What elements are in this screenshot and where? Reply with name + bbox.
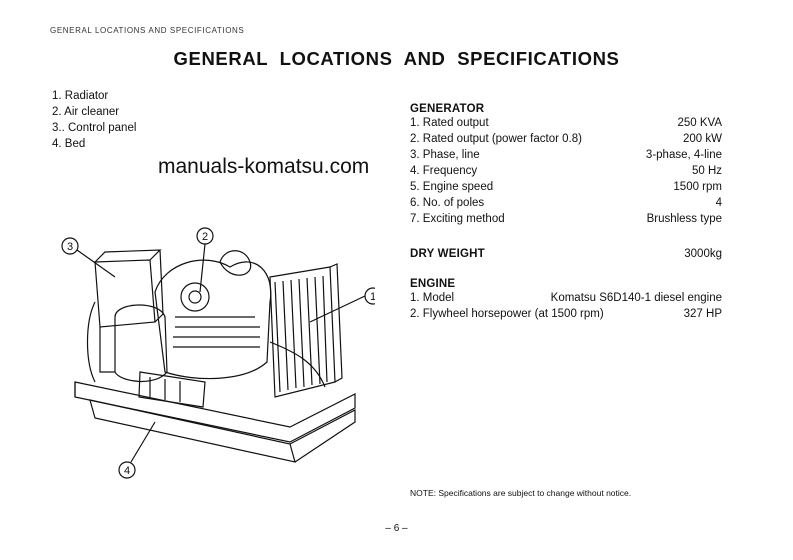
generator-illustration: 3 2 1 4: [61, 227, 375, 479]
engine-heading: ENGINE: [410, 278, 456, 290]
spec-row: 2. Rated output (power factor 0.8)200 kW: [410, 133, 722, 145]
callout-3: 3: [67, 241, 73, 253]
bed-frame: [74, 381, 356, 443]
dry-weight-heading: DRY WEIGHT: [410, 248, 485, 260]
generator-body: [114, 304, 168, 383]
parts-list-item: 3.. Control panel: [52, 122, 137, 134]
control-panel: [94, 259, 156, 328]
spec-row: 2. Flywheel horsepower (at 1500 rpm)327 …: [410, 308, 722, 320]
callout-2: 2: [202, 231, 208, 243]
running-header: GENERAL LOCATIONS AND SPECIFICATIONS: [50, 26, 245, 35]
note-text: NOTE: Specifications are subject to chan…: [410, 488, 632, 498]
parts-list-item: 4. Bed: [52, 138, 86, 150]
page-number: – 6 –: [385, 523, 408, 534]
generator-heading: GENERATOR: [410, 103, 485, 115]
dry-weight-section: DRY WEIGHT 3000kg: [410, 246, 722, 262]
parts-list-item: 2. Air cleaner: [52, 106, 120, 118]
engine-block: [154, 259, 272, 380]
callout-4: 4: [124, 465, 130, 477]
page-title: GENERAL LOCATIONS AND SPECIFICATIONS: [173, 48, 620, 69]
callout-1: 1: [370, 291, 375, 303]
watermark: manuals-komatsu.com: [158, 155, 370, 178]
parts-list: 1. Radiator 2. Air cleaner 3.. Control p…: [52, 88, 136, 152]
parts-list-item: 1. Radiator: [52, 90, 109, 102]
battery: [138, 371, 206, 408]
dry-weight-value: 3000kg: [684, 248, 722, 260]
